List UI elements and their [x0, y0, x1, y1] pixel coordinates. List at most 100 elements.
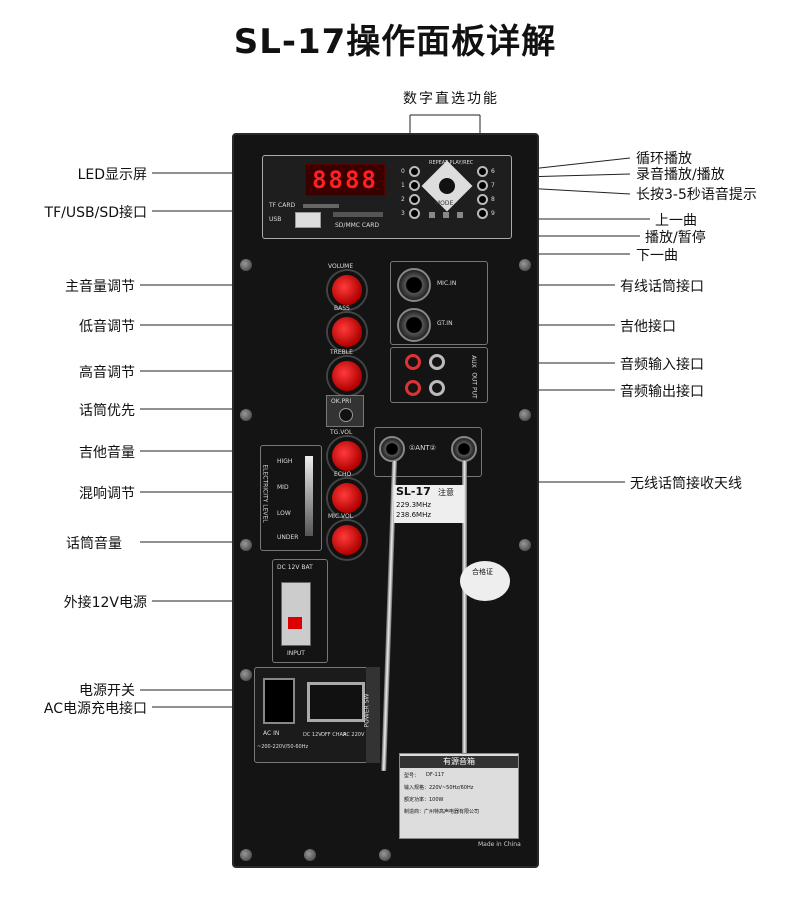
echo-knob[interactable]: [328, 479, 366, 517]
digit-8-label: 8: [491, 196, 495, 203]
label-record-play: 录音播放/播放: [636, 167, 725, 183]
digit-6-button[interactable]: [477, 166, 488, 177]
bass-knob-label: BASS: [334, 305, 350, 312]
ant-label: ①ANT②: [409, 444, 436, 452]
antenna-2-socket[interactable]: [451, 436, 477, 462]
digit-2-button[interactable]: [409, 194, 420, 205]
label-audio-out: 音频输出接口: [620, 384, 704, 400]
speaker-panel: 8888 TF CARD USB SD/MMC CARD 0 1 2 3 REP…: [232, 133, 539, 868]
screw: [304, 849, 316, 861]
play-pause-icon[interactable]: [443, 212, 449, 218]
model-row-value: DF-117: [426, 772, 445, 778]
screw: [240, 539, 252, 551]
power-switch[interactable]: [307, 682, 365, 722]
ac-spec-label: ~200-220V/50-60Hz: [257, 744, 309, 750]
aux-in-right[interactable]: [405, 354, 421, 370]
mode-button[interactable]: [439, 178, 455, 194]
label-ac-charge: AC电源充电接口: [43, 701, 147, 717]
bass-knob[interactable]: [328, 313, 366, 351]
tg-vol-label: TG.VOL: [330, 429, 353, 436]
digit-1-button[interactable]: [409, 180, 420, 191]
gt-in-label: GT.IN: [437, 320, 453, 327]
next-icon[interactable]: [457, 212, 463, 218]
output-label: OUT PUT: [470, 372, 478, 399]
label-external-12v: 外接12V电源: [63, 595, 147, 611]
label-echo: 混响调节: [79, 486, 135, 502]
label-guitar-volume: 吉他音量: [79, 445, 135, 461]
echo-knob-label: ECHO: [334, 471, 352, 478]
battery-level-panel: ELECTRICITY LEVEL HIGH MID LOW UNDER: [260, 445, 322, 551]
power-panel: AC IN ~200-220V/50-60Hz DC 12V OFF CHAR …: [254, 667, 374, 763]
positive-terminal[interactable]: [288, 617, 302, 629]
ac-in-socket[interactable]: [263, 678, 295, 724]
guitar-in-jack[interactable]: [397, 308, 431, 342]
aux-in-left[interactable]: [429, 354, 445, 370]
label-bass: 低音调节: [79, 319, 135, 335]
input-label: INPUT: [287, 650, 305, 657]
label-voice-prompt: 长按3-5秒语音提示: [636, 187, 757, 203]
volume-knob[interactable]: [328, 271, 366, 309]
label-led-display: LED显示屏: [77, 167, 147, 183]
electricity-level-label: ELECTRICITY LEVEL: [261, 464, 269, 523]
guitar-volume-knob[interactable]: [328, 437, 366, 475]
screw: [240, 259, 252, 271]
power-rating: 额定功率：100W: [404, 797, 444, 803]
digit-1-label: 1: [401, 182, 405, 189]
mic-in-jack[interactable]: [397, 268, 431, 302]
led-display: 8888: [305, 164, 385, 196]
sd-card-label: SD/MMC CARD: [335, 222, 379, 229]
antenna-1-socket[interactable]: [379, 436, 405, 462]
digit-2-label: 2: [401, 196, 405, 203]
level-bars: [305, 456, 313, 536]
mic-priority-button[interactable]: [339, 408, 353, 422]
usb-port[interactable]: [295, 212, 321, 228]
power-sw-label: POWER SW: [363, 693, 371, 728]
screw: [240, 669, 252, 681]
mic-volume-knob[interactable]: [328, 521, 366, 559]
wired-jacks-panel: MIC.IN GT.IN: [390, 261, 488, 345]
level-high: HIGH: [277, 458, 293, 465]
maker-line: 制造商：广州特高声电器有限公司: [404, 809, 480, 815]
digit-3-label: 3: [401, 210, 405, 217]
digit-9-button[interactable]: [477, 208, 488, 219]
dc12v-bat-label: DC 12V BAT: [277, 564, 313, 571]
model-label: SL-17: [396, 485, 431, 498]
digit-8-button[interactable]: [477, 194, 488, 205]
label-next-track: 下一曲: [636, 248, 678, 264]
screw: [519, 259, 531, 271]
output-right[interactable]: [405, 380, 421, 396]
label-guitar-input: 吉他接口: [620, 319, 676, 335]
digit-6-label: 6: [491, 168, 495, 175]
display-module: 8888 TF CARD USB SD/MMC CARD 0 1 2 3 REP…: [262, 155, 512, 239]
ac-in-label: AC IN: [263, 730, 280, 737]
label-volume: 主音量调节: [65, 279, 135, 295]
off-char-label: OFF CHAR: [321, 732, 347, 738]
page-title: SL-17操作面板详解: [233, 22, 557, 62]
digit-7-button[interactable]: [477, 180, 488, 191]
antenna-rod-2[interactable]: [462, 461, 467, 761]
tf-card-slot[interactable]: [303, 204, 339, 208]
treble-knob[interactable]: [328, 357, 366, 395]
level-mid: MID: [277, 484, 289, 491]
power-sw-strip: POWER SW: [363, 667, 380, 763]
label-mic-volume: 话筒音量: [66, 536, 122, 552]
ok-pri-box: OK.PRI: [326, 395, 364, 427]
digit-0-button[interactable]: [409, 166, 420, 177]
dc-battery-input: DC 12V BAT INPUT: [272, 559, 328, 663]
digit-3-button[interactable]: [409, 208, 420, 219]
certificate-sticker: 合格证: [460, 561, 510, 601]
label-tf-usb-sd: TF/USB/SD接口: [44, 205, 147, 221]
digit-7-label: 7: [491, 182, 495, 189]
volume-knob-label: VOLUME: [328, 263, 354, 270]
label-audio-in: 音频输入接口: [620, 357, 704, 373]
label-play-pause: 播放/暂停: [645, 230, 706, 246]
screw: [519, 539, 531, 551]
output-left[interactable]: [429, 380, 445, 396]
prev-icon[interactable]: [429, 212, 435, 218]
label-prev-track: 上一曲: [655, 213, 697, 229]
sd-card-slot[interactable]: [333, 212, 383, 217]
usb-label: USB: [269, 216, 282, 223]
digit-0-label: 0: [401, 168, 405, 175]
battery-terminal[interactable]: [281, 582, 311, 646]
repeat-play-label: REPEAT PLAY/REC: [429, 160, 474, 166]
